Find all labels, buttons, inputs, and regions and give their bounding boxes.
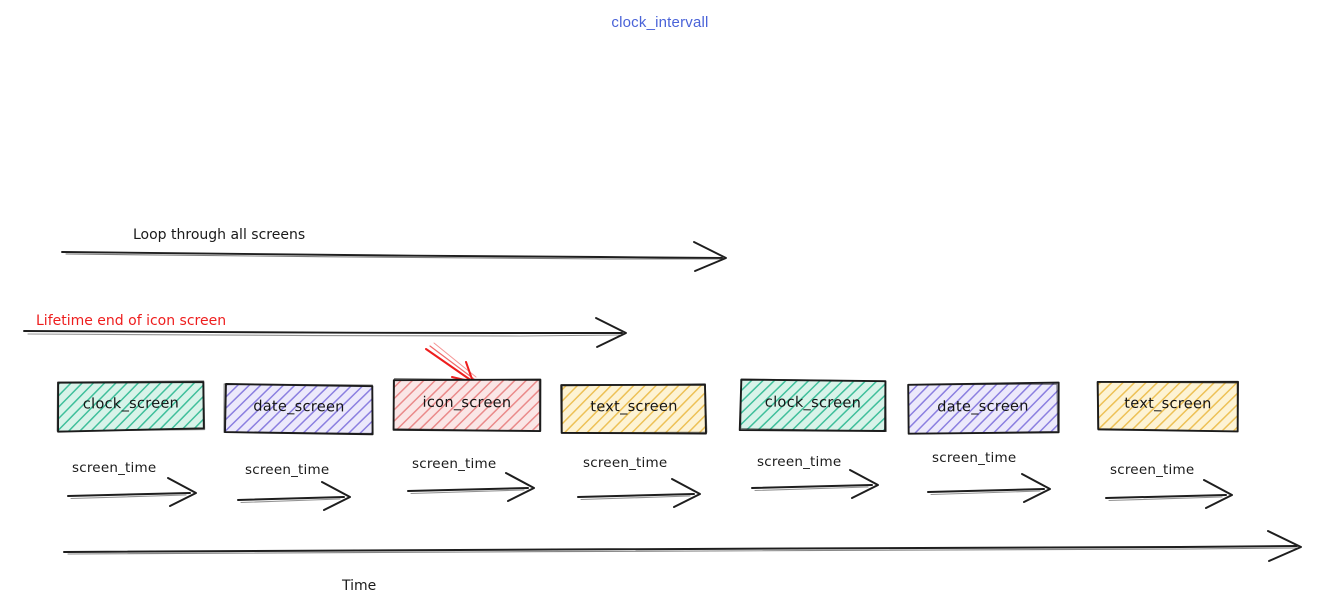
lifetime-label: Lifetime end of icon screen — [36, 313, 226, 329]
screen-box-label: clock_screen — [746, 394, 880, 411]
icon-screen-pointer-arrow — [426, 343, 476, 382]
screen-box-label: text_screen — [1104, 396, 1232, 413]
screen-time-label: screen_time — [245, 462, 329, 478]
time-axis-arrow — [64, 531, 1301, 561]
screen-time-arrow — [928, 474, 1050, 502]
screen-time-arrow-group — [68, 470, 1232, 510]
screen-time-label: screen_time — [932, 450, 1016, 466]
screen-time-label: screen_time — [757, 454, 841, 470]
time-axis-label: Time — [342, 578, 376, 594]
screen-time-label: screen_time — [412, 456, 496, 472]
screen-time-arrow — [578, 479, 700, 507]
screen-time-arrow — [68, 478, 196, 506]
page-title: clock_intervall — [0, 14, 1320, 31]
screen-box-label: text_screen — [568, 399, 700, 416]
screen-time-arrow — [408, 473, 534, 501]
screen-box-label: icon_screen — [400, 395, 534, 412]
screen-time-arrow — [1106, 480, 1232, 508]
screen-time-label: screen_time — [72, 460, 156, 476]
screen-time-label: screen_time — [1110, 462, 1194, 478]
screen-box-label: clock_screen — [64, 395, 198, 412]
screen-time-label: screen_time — [583, 455, 667, 471]
screen-time-arrow — [752, 470, 878, 498]
loop-arrow — [62, 242, 726, 271]
loop-label: Loop through all screens — [133, 227, 305, 243]
screen-box-label: date_screen — [231, 398, 367, 415]
screen-time-arrow — [238, 482, 350, 510]
screen-box-label: date_screen — [914, 398, 1052, 415]
